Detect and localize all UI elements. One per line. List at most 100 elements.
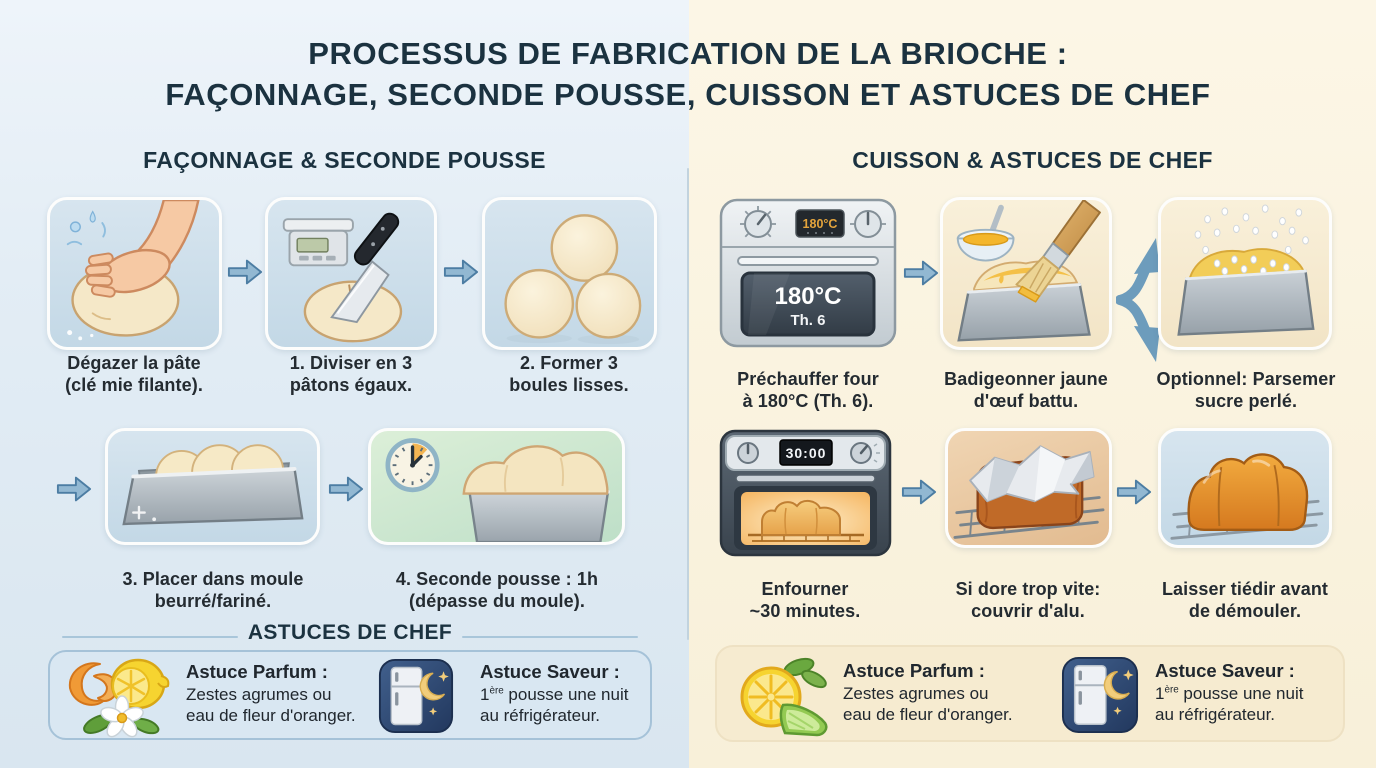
tip-saveur: Astuce Saveur : 1ère pousse une nuit au … xyxy=(480,660,695,727)
step-card-badigeonner xyxy=(940,197,1112,350)
tip-saveur-text: pousse une nuit xyxy=(1178,684,1304,704)
right-section-header: CUISSON & ASTUCES DE CHEF xyxy=(852,147,1213,173)
step-text: Badigeonner jaune xyxy=(944,369,1108,389)
step-caption-badigeonner: Badigeonner jaune d'œuf battu. xyxy=(911,368,1141,413)
step-text: ~30 minutes. xyxy=(749,601,861,622)
step-card-sucre xyxy=(1158,197,1332,350)
section-divider xyxy=(687,168,689,640)
arrow-right-icon xyxy=(227,259,263,285)
arrow-right-icon xyxy=(901,479,937,505)
oven-baking-illustration: 30:00 xyxy=(719,429,892,557)
step-card-tiedir xyxy=(1158,428,1332,548)
step-card-moule xyxy=(105,428,320,545)
left-section-header: FAÇONNAGE & SECONDE POUSSE xyxy=(143,147,546,173)
page-title-line2: FAÇONNAGE, SECONDE POUSSE, CUISSON ET AS… xyxy=(165,76,1211,112)
step-caption-boules: 2.Former 3 boules lisses. xyxy=(454,352,684,397)
knead-dough-illustration xyxy=(66,200,200,341)
step-card-degazer xyxy=(47,197,222,350)
step-card-boules xyxy=(482,197,657,350)
fridge-night-icon xyxy=(1061,656,1139,734)
step-caption-prechauffer: Préchauffer four à 180°C (Th. 6). xyxy=(693,368,923,413)
tip-parfum-text: Zestes agrumes ou xyxy=(843,684,989,704)
step-text: pâtons égaux. xyxy=(289,375,413,396)
step-card-pousse xyxy=(368,428,625,545)
citrus-slice-icon xyxy=(740,657,828,737)
brioche-cooling-rack-illustration xyxy=(1170,453,1324,540)
step-text: Préchauffer four xyxy=(737,369,879,389)
step-text: Laisser tiédir avant xyxy=(1161,579,1329,599)
tip-saveur-text: pousse une nuit xyxy=(503,685,629,705)
tip-parfum-text: eau de fleur d'oranger. xyxy=(843,705,1013,725)
step-text: Seconde pousse : 1h xyxy=(416,569,599,589)
step-number: 1. xyxy=(289,353,305,373)
oven-preheat-illustration: 180°C 180°C Th. 6 xyxy=(719,198,897,348)
step-text: Dégazer la pâte xyxy=(67,353,201,373)
tip-saveur-label: Astuce Saveur : xyxy=(480,661,620,682)
tip-saveur-text: au réfrigérateur. xyxy=(1155,705,1276,725)
step-text: beurré/fariné. xyxy=(154,591,272,612)
step-text: Optionnel: Parsemer xyxy=(1156,369,1336,389)
step-text: couvrir d'alu. xyxy=(971,601,1085,622)
arrow-right-icon xyxy=(1116,479,1152,505)
three-dough-balls-illustration xyxy=(504,214,642,345)
step-card-diviser xyxy=(265,197,437,350)
step-text: Si dore trop vite: xyxy=(955,579,1101,599)
tip-parfum-label: Astuce Parfum : xyxy=(186,661,328,682)
step-text: Diviser en 3 xyxy=(309,353,413,373)
step-text: (dépasse du moule). xyxy=(409,591,585,612)
arrow-split-icon xyxy=(1116,238,1160,362)
step-text: Enfourner xyxy=(761,579,849,599)
tip-saveur-label: Astuce Saveur : xyxy=(1155,660,1295,681)
step-text: à 180°C (Th. 6). xyxy=(742,391,874,412)
step-caption-alu: Si dore trop vite: couvrir d'alu. xyxy=(913,578,1143,623)
tip-parfum-label: Astuce Parfum : xyxy=(843,660,985,681)
page-title: PROCESSUS DE FABRICATION DE LA BRIOCHE :… xyxy=(0,34,1376,116)
tip-parfum-text: Zestes agrumes ou xyxy=(186,685,332,705)
left-background xyxy=(0,0,689,768)
citrus-peel-icon xyxy=(68,658,170,738)
step-number: 4. xyxy=(395,569,412,589)
tips-panel-left: Astuce Parfum : Zestes agrumes ou eau de… xyxy=(48,650,652,740)
step-caption-tiedir: Laisser tiédir avant de démouler. xyxy=(1130,578,1360,623)
tip-saveur-sup: ère xyxy=(1164,684,1179,696)
tip-parfum-text: eau de fleur d'oranger. xyxy=(186,706,356,726)
loaf-pan-dough-illustration xyxy=(122,444,304,526)
step-caption-pousse: 4.Seconde pousse : 1h (dépasse du moule)… xyxy=(377,568,617,613)
arrow-right-icon xyxy=(903,260,939,286)
step-number: 2. xyxy=(519,353,536,373)
egg-wash-brush-illustration xyxy=(956,200,1101,342)
oven-panel-display: 180°C xyxy=(803,217,838,231)
foil-covered-loaf-illustration xyxy=(953,445,1105,539)
step-text: d'œuf battu. xyxy=(973,391,1079,412)
step-caption-moule: 3.Placer dans moule beurré/fariné. xyxy=(98,568,328,613)
arrow-right-icon xyxy=(328,476,364,502)
arrow-right-icon xyxy=(443,259,479,285)
tip-parfum: Astuce Parfum : Zestes agrumes ou eau de… xyxy=(843,659,1058,726)
arrow-right-icon xyxy=(56,476,92,502)
step-caption-diviser: 1.Diviser en 3 pâtons égaux. xyxy=(236,352,466,397)
oven-door-thermostat: Th. 6 xyxy=(790,312,825,329)
step-number: 3. xyxy=(122,569,138,589)
tips-panel-right: Astuce Parfum : Zestes agrumes ou eau de… xyxy=(715,645,1345,742)
tip-saveur-text: 1 xyxy=(1155,684,1165,704)
step-card-alu xyxy=(945,428,1112,548)
tip-saveur: Astuce Saveur : 1ère pousse une nuit au … xyxy=(1155,659,1375,726)
right-background xyxy=(689,0,1376,768)
step-text: Former 3 xyxy=(540,353,619,373)
step-caption-degazer: Dégazer la pâte (clé mie filante). xyxy=(19,352,249,397)
tips-header-line-right xyxy=(462,636,638,638)
step-text: sucre perlé. xyxy=(1194,391,1298,412)
step-text: de démouler. xyxy=(1188,601,1302,622)
step-text: (clé mie filante). xyxy=(65,375,203,396)
tips-header: ASTUCES DE CHEF xyxy=(247,621,453,644)
scale-knife-illustration xyxy=(282,212,403,343)
step-text: boules lisses. xyxy=(509,375,629,396)
step-caption-enfourner: Enfourner ~30 minutes. xyxy=(690,578,920,623)
tip-saveur-text: au réfrigérateur. xyxy=(480,706,601,726)
oven-timer-display: 30:00 xyxy=(786,445,827,461)
step-caption-sucre: Optionnel: Parsemer sucre perlé. xyxy=(1131,368,1361,413)
page-title-line1: PROCESSUS DE FABRICATION DE LA BRIOCHE : xyxy=(308,36,1068,71)
tip-parfum: Astuce Parfum : Zestes agrumes ou eau de… xyxy=(186,660,396,727)
pearl-sugar-illustration xyxy=(1177,204,1315,336)
